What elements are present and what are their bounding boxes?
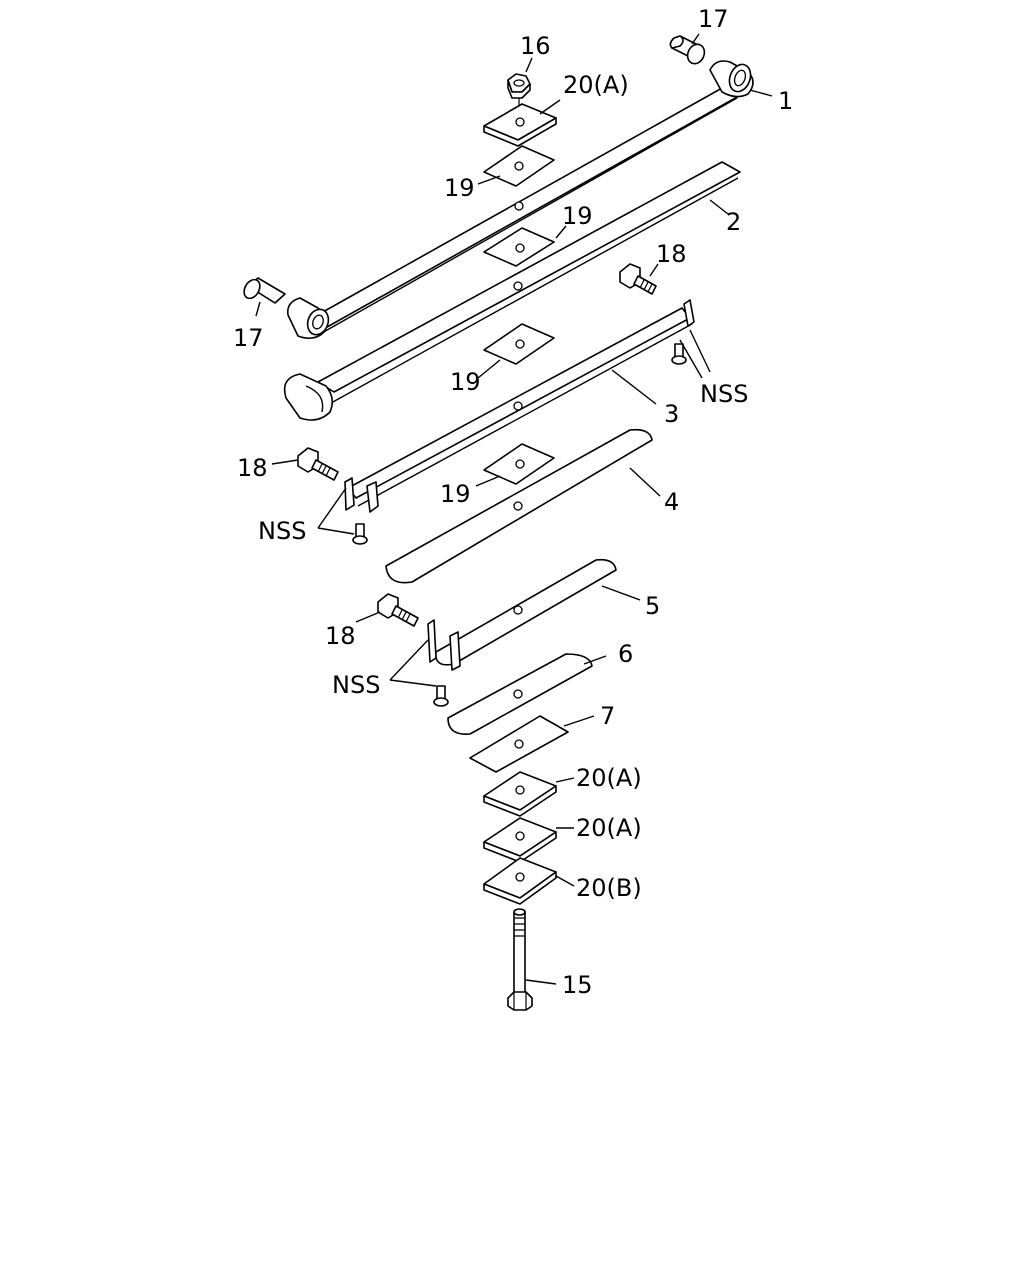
callout-18-top: 18 [656, 240, 687, 268]
pin-17-top [669, 35, 706, 65]
callout-20a-top: 20(A) [563, 71, 629, 99]
leader-lines [255, 33, 773, 985]
leaf-6 [447, 653, 593, 735]
spacer-20a-top [483, 103, 557, 147]
callout-18-mid: 18 [237, 454, 268, 482]
spacer-20a-2 [483, 817, 557, 863]
callout-7: 7 [600, 702, 615, 730]
leaf-5 [427, 558, 617, 671]
spacer-20a-1 [483, 771, 557, 817]
callout-19-b: 19 [562, 202, 593, 230]
callout-2: 2 [726, 208, 741, 236]
pin-17-left [243, 277, 286, 304]
callout-16: 16 [520, 32, 551, 60]
callout-19-d: 19 [440, 480, 471, 508]
bolt-18-top [619, 263, 657, 295]
callout-nss-top: NSS [700, 380, 748, 408]
callout-17-top: 17 [698, 5, 729, 33]
bolt-18-mid [297, 447, 339, 481]
spacer-20b [483, 857, 557, 905]
pad-19-c [483, 323, 555, 365]
callout-4: 4 [664, 488, 679, 516]
nut-16 [507, 73, 531, 120]
callout-20b: 20(B) [576, 874, 642, 902]
callout-19-a: 19 [444, 174, 475, 202]
leaf-2 [283, 161, 741, 421]
callout-18-low: 18 [325, 622, 356, 650]
callout-17-left: 17 [233, 324, 264, 352]
callout-1: 1 [778, 87, 793, 115]
leaf-1 [286, 60, 754, 340]
nss-bolt-top [671, 343, 687, 365]
bolt-18-low [377, 593, 419, 627]
callout-20a-1: 20(A) [576, 764, 642, 792]
leaf-7 [469, 715, 569, 773]
center-bolt-15 [507, 908, 533, 1011]
pad-19-b [483, 227, 555, 267]
nss-bolt-low [433, 685, 449, 707]
callout-nss-mid: NSS [258, 517, 306, 545]
callout-3: 3 [664, 400, 679, 428]
nss-bolt-mid [352, 523, 368, 545]
pad-19-a [483, 145, 555, 211]
callout-15: 15 [562, 971, 593, 999]
leaf-3 [344, 299, 695, 513]
callout-nss-low: NSS [332, 671, 380, 699]
callout-6: 6 [618, 640, 633, 668]
callout-20a-2: 20(A) [576, 814, 642, 842]
pad-19-d [483, 443, 555, 485]
callout-19-c: 19 [450, 368, 481, 396]
leaf-4 [385, 428, 653, 584]
callout-5: 5 [645, 592, 660, 620]
